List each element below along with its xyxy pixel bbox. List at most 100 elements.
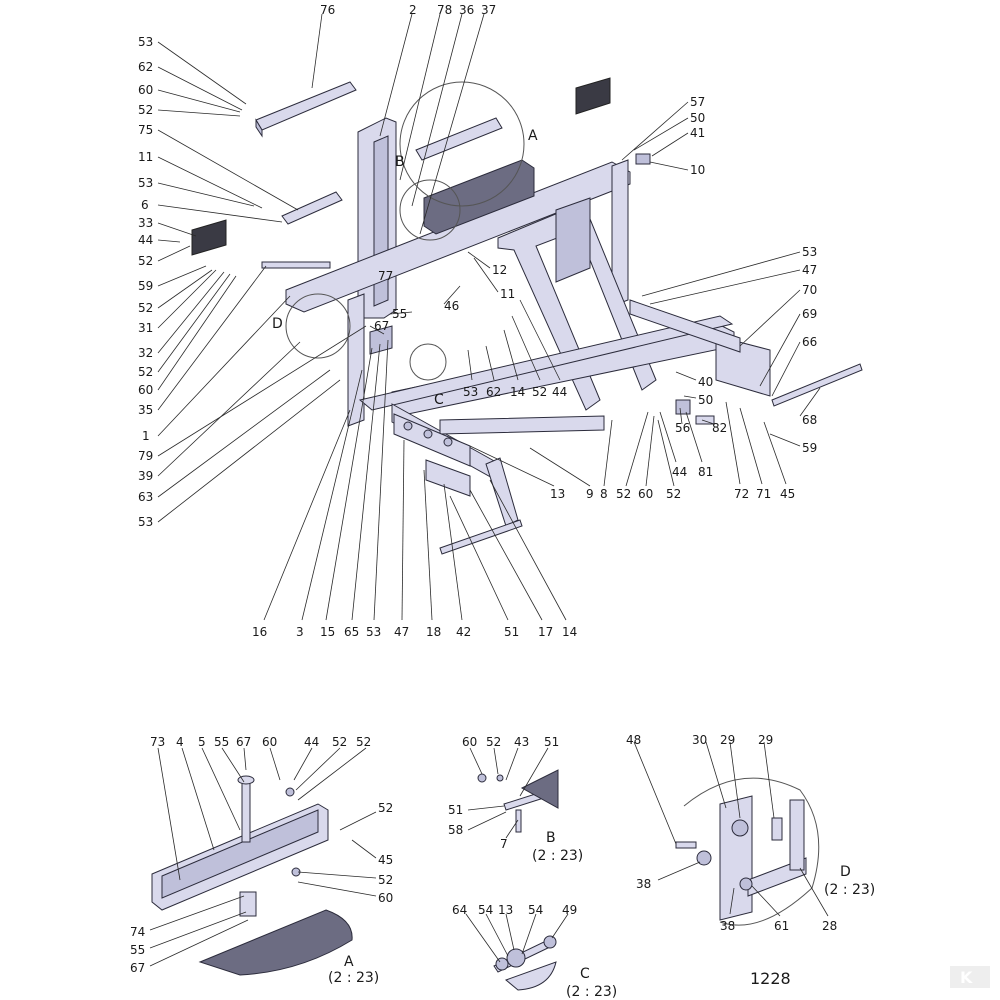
lower-shaft [439, 519, 523, 555]
part-label: 58 [448, 823, 463, 837]
detail-c-labels: 64 54 13 54 49 C (2 : 23) [452, 903, 617, 1000]
part-label: 61 [774, 919, 789, 933]
part-label: 15 [320, 625, 335, 639]
part-label: 32 [138, 346, 153, 360]
hitch-block-10 [635, 153, 651, 165]
part-label: 64 [452, 903, 467, 917]
part-label: 56 [675, 421, 690, 435]
detail-c-bearing [506, 948, 526, 968]
labels-bottom: 16 3 15 65 53 47 18 42 51 17 14 [252, 339, 577, 639]
detail-a-grating [198, 909, 353, 976]
part-label: 45 [378, 853, 393, 867]
part-label: 74 [130, 925, 145, 939]
part-label: 73 [150, 735, 165, 749]
part-label: 12 [492, 263, 507, 277]
part-label: 13 [550, 487, 565, 501]
labels-lower: 56 44 81 82 72 71 45 13 9 8 52 60 52 [469, 401, 795, 501]
part-label: 30 [692, 733, 707, 747]
labels-middle: 53 62 14 52 44 40 50 [463, 299, 713, 407]
part-label: 63 [138, 490, 153, 504]
upper-crossbeam [285, 161, 631, 313]
part-label: 53 [138, 35, 153, 49]
lower-rear-beam [358, 315, 734, 411]
main-assembly [191, 77, 863, 555]
part-label: 4 [176, 735, 184, 749]
part-label: 52 [138, 365, 153, 379]
part-label: 7 [500, 837, 508, 851]
part-label: 60 [462, 735, 477, 749]
part-label: 2 [409, 3, 417, 17]
part-label: 44 [304, 735, 319, 749]
detail-a-letter: A [344, 954, 354, 970]
part-label: 54 [478, 903, 493, 917]
leg-part [485, 457, 519, 527]
detail-c [493, 935, 557, 991]
bracket-82 [695, 415, 715, 425]
labels-inner: 77 12 11 46 55 67 [369, 251, 515, 335]
part-label: 52 [138, 301, 153, 315]
detail-d-labels: 48 30 29 29 38 38 61 28 D (2 : 23) [626, 733, 875, 933]
part-label: 44 [672, 465, 687, 479]
part-label: 43 [514, 735, 529, 749]
part-label: 18 [426, 625, 441, 639]
part-label: 36 [459, 3, 474, 17]
detail-b-pin [515, 809, 522, 833]
part-label: 51 [448, 803, 463, 817]
part-label: 68 [802, 413, 817, 427]
part-label: 59 [138, 279, 153, 293]
part-label: 16 [252, 625, 267, 639]
part-label: 52 [356, 735, 371, 749]
watermark-logo: K [950, 966, 990, 988]
part-label: 28 [822, 919, 837, 933]
part-label: 55 [214, 735, 229, 749]
detail-d-plate [719, 795, 753, 921]
part-label: 52 [138, 254, 153, 268]
part-label: 69 [802, 307, 817, 321]
part-label: 53 [138, 176, 153, 190]
detail-b-grating [520, 769, 559, 809]
part-label: 52 [378, 801, 393, 815]
callout-d: D [272, 316, 283, 332]
part-label: 46 [444, 299, 459, 313]
part-label: 48 [626, 733, 641, 747]
callout-c: C [434, 392, 444, 408]
part-label: 13 [498, 903, 513, 917]
detail-c-bracket [505, 961, 557, 991]
part-label: 17 [538, 625, 553, 639]
labels-top: 76 2 78 36 37 [311, 3, 496, 235]
part-label: 44 [552, 385, 567, 399]
sign-plate-top [575, 77, 611, 115]
part-label: 6 [141, 198, 149, 212]
part-label: 38 [720, 919, 735, 933]
part-label: 55 [392, 307, 407, 321]
part-label: 62 [138, 60, 153, 74]
part-label: 52 [666, 487, 681, 501]
part-label: 72 [734, 487, 749, 501]
part-label: 35 [138, 403, 153, 417]
detail-d-letter: D [840, 864, 851, 880]
step-bracket [415, 117, 503, 161]
right-upright [611, 159, 629, 307]
part-label: 75 [138, 123, 153, 137]
part-label: 62 [486, 385, 501, 399]
part-label: 60 [262, 735, 277, 749]
part-label: 77 [378, 269, 393, 283]
detail-d-scale: (2 : 23) [824, 882, 875, 898]
part-label: 1 [142, 429, 150, 443]
part-label: 52 [332, 735, 347, 749]
detail-b-letter: B [546, 830, 556, 846]
part-label: 81 [698, 465, 713, 479]
labels-left: 53 62 60 52 75 11 53 6 33 44 52 59 52 31… [138, 35, 367, 529]
detail-circle-a [399, 81, 525, 207]
detail-c-scale: (2 : 23) [566, 984, 617, 1000]
part-label: 79 [138, 449, 153, 463]
hole-beam [393, 413, 471, 467]
part-label: 11 [500, 287, 515, 301]
part-label: 60 [138, 83, 153, 97]
part-label: 59 [802, 441, 817, 455]
part-label: 82 [712, 421, 727, 435]
detail-circle-d [285, 293, 351, 359]
part-label: 52 [616, 487, 631, 501]
part-label: 54 [528, 903, 543, 917]
part-label: 60 [638, 487, 653, 501]
